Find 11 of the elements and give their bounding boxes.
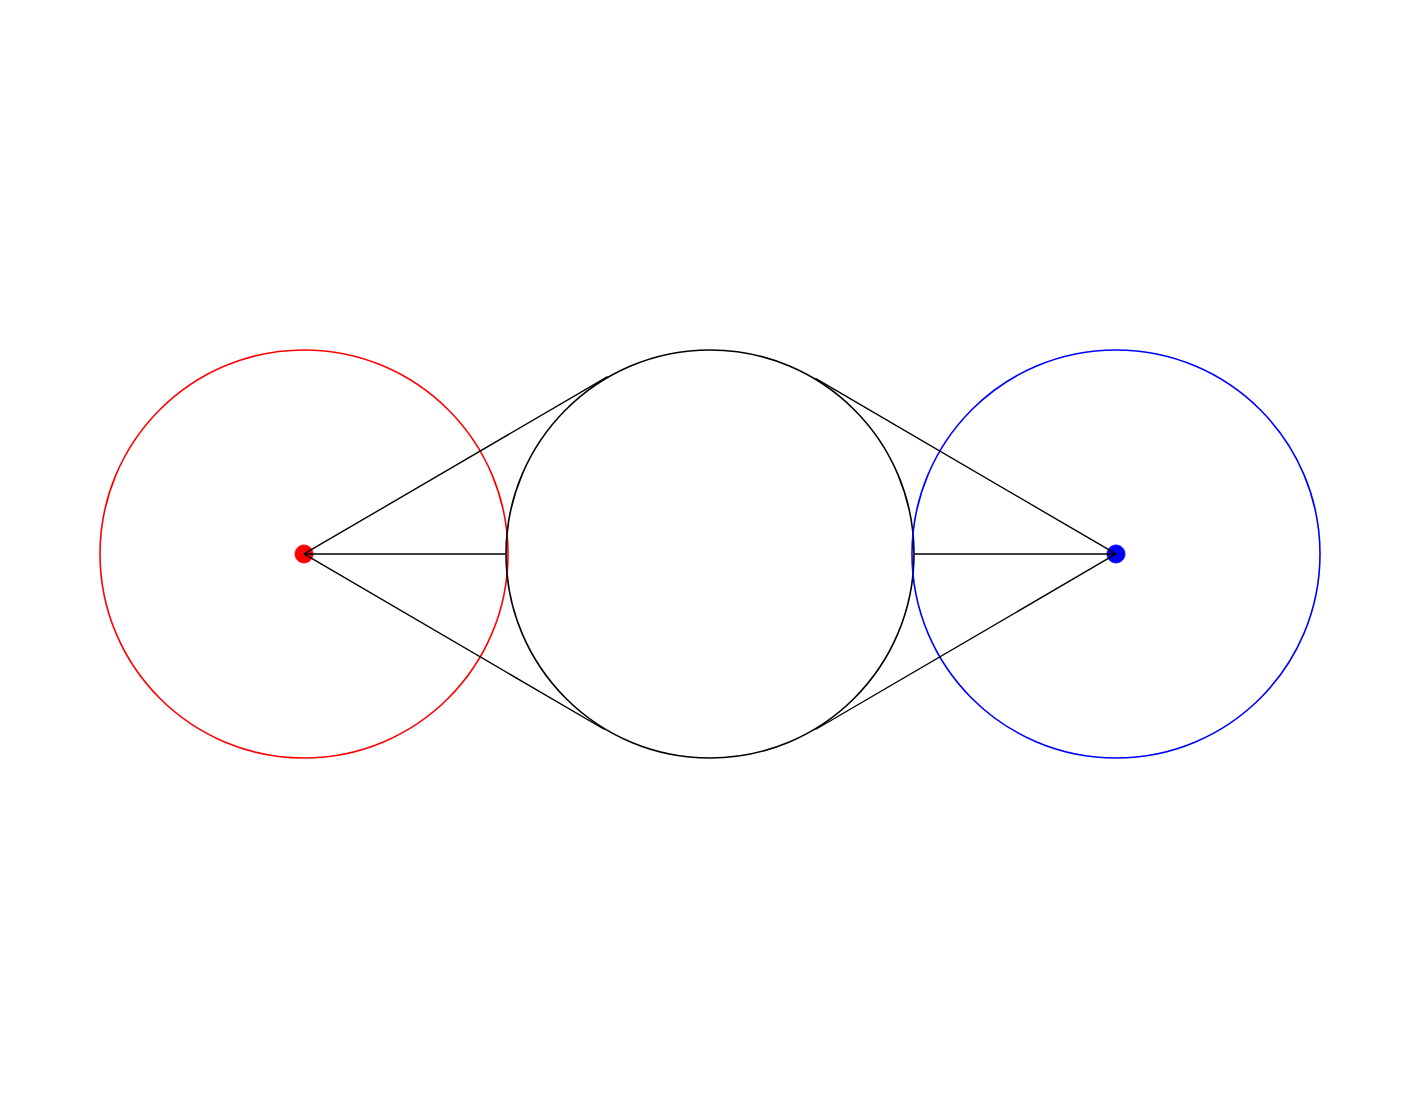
tangent-line (303, 375, 609, 555)
tangent-line (914, 553, 1117, 555)
tangent-line (814, 553, 1117, 731)
point (1106, 544, 1126, 564)
circle (99, 349, 509, 759)
tangent-line (303, 553, 506, 555)
circle (911, 349, 1321, 759)
circle (505, 349, 915, 759)
tangent-line (303, 553, 606, 731)
tangent-line (814, 377, 1117, 555)
point (294, 544, 314, 564)
